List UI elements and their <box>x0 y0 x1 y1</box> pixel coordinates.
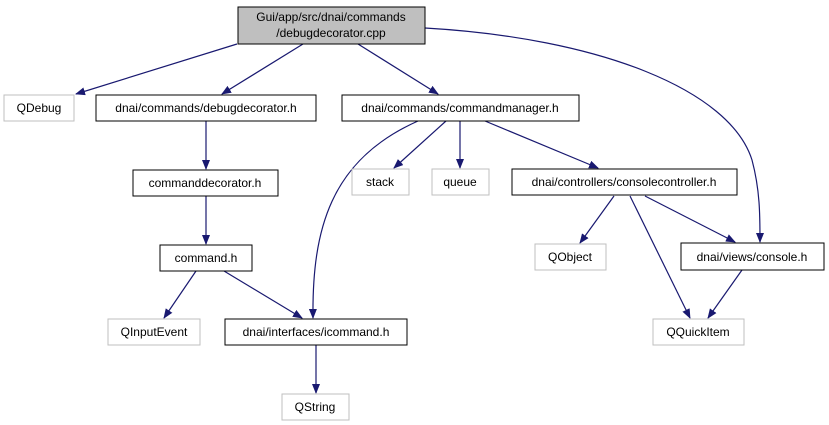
node-qobject[interactable]: QObject <box>534 243 607 271</box>
node-qquickitem[interactable]: QQuickItem <box>652 318 745 346</box>
qinputevent-label: QInputEvent <box>121 325 188 339</box>
queue-label: queue <box>443 175 477 189</box>
debugdecorator-h-label: dnai/commands/debugdecorator.h <box>115 101 296 115</box>
root-label-line2: /debugdecorator.cpp <box>276 26 386 40</box>
command-h-label: command.h <box>175 251 238 265</box>
node-debugdecorator-h[interactable]: dnai/commands/debugdecorator.h <box>95 94 317 122</box>
edge-commandmanager-to-stack <box>393 120 447 169</box>
qdebug-label: QDebug <box>17 101 62 115</box>
node-qinputevent[interactable]: QInputEvent <box>107 318 201 346</box>
console-h-label: dnai/views/console.h <box>697 250 808 264</box>
node-commandmanager-h[interactable]: dnai/commands/commandmanager.h <box>341 94 580 122</box>
commandmanager-h-label: dnai/commands/commandmanager.h <box>361 101 558 115</box>
node-root-debugdecorator-cpp[interactable]: Gui/app/src/dnai/commands /debugdecorato… <box>237 6 426 45</box>
edge-commandmanager-to-icommand <box>308 120 419 319</box>
icommand-h-label: dnai/interfaces/icommand.h <box>243 325 390 339</box>
consolecontroller-h-label: dnai/controllers/consolecontroller.h <box>532 175 717 189</box>
node-icommand-h[interactable]: dnai/interfaces/icommand.h <box>224 318 408 346</box>
node-command-h[interactable]: command.h <box>159 244 253 272</box>
commanddecorator-h-label: commanddecorator.h <box>149 176 262 190</box>
edge-consolecontroller-to-console <box>644 195 736 243</box>
edge-console-to-qquickitem <box>707 269 743 319</box>
edge-root-to-commandmanager <box>357 43 439 95</box>
edge-command-to-icommand <box>223 270 303 319</box>
node-queue[interactable]: queue <box>431 168 490 196</box>
node-stack[interactable]: stack <box>351 168 410 196</box>
edge-root-to-console <box>424 27 764 243</box>
edge-root-to-debugdecorator <box>221 43 304 95</box>
node-commanddecorator-h[interactable]: commanddecorator.h <box>132 169 279 197</box>
node-qdebug[interactable]: QDebug <box>3 94 75 122</box>
edge-consolecontroller-to-qquickitem <box>629 195 691 319</box>
edges <box>75 27 764 394</box>
qobject-label: QObject <box>548 250 593 264</box>
qquickitem-label: QQuickItem <box>666 325 729 339</box>
node-console-h[interactable]: dnai/views/console.h <box>680 242 825 271</box>
root-label-line1: Gui/app/src/dnai/commands <box>256 10 405 24</box>
edge-root-to-qdebug <box>75 43 238 96</box>
stack-label: stack <box>366 175 395 189</box>
nodes: Gui/app/src/dnai/commands /debugdecorato… <box>3 6 825 421</box>
edge-commandmanager-to-consolecontroller <box>484 120 599 169</box>
node-qstring[interactable]: QString <box>281 393 350 421</box>
edge-command-to-qinputevent <box>163 270 197 319</box>
node-consolecontroller-h[interactable]: dnai/controllers/consolecontroller.h <box>511 168 738 196</box>
qstring-label: QString <box>295 400 336 414</box>
edge-consolecontroller-to-qobject <box>579 195 615 244</box>
